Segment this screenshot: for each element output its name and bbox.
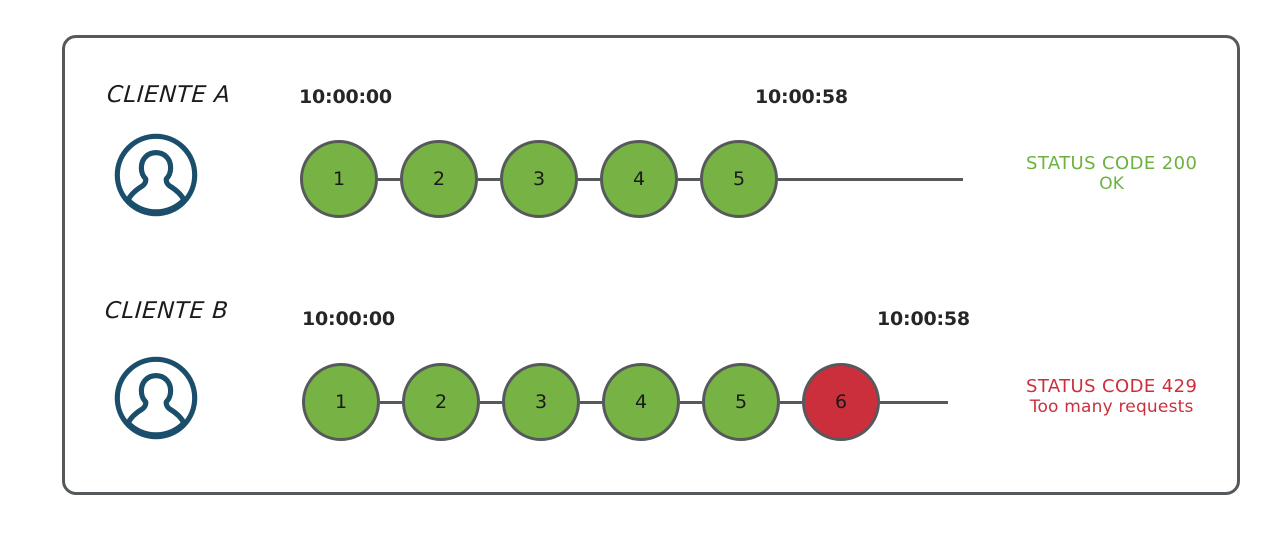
status-message-line: OK — [1099, 174, 1125, 195]
user-avatar-icon — [113, 355, 199, 441]
client-b-start-timestamp: 10:00:00 — [302, 308, 395, 330]
request-node[interactable]: 2 — [402, 363, 480, 441]
request-node-label: 4 — [634, 390, 648, 413]
request-node-label: 3 — [532, 167, 546, 190]
request-node[interactable]: 5 — [702, 363, 780, 441]
request-node[interactable]: 2 — [400, 140, 478, 218]
request-node-label: 6 — [834, 390, 848, 413]
status-code-line: STATUS CODE 200 — [1026, 153, 1198, 174]
request-node[interactable]: 1 — [300, 140, 378, 218]
request-node[interactable]: 5 — [700, 140, 778, 218]
chain-tail — [778, 177, 963, 181]
client-a-request-chain: 1 2 3 4 5 — [300, 140, 963, 218]
request-node[interactable]: 3 — [500, 140, 578, 218]
status-code-line: STATUS CODE 429 — [1026, 376, 1198, 397]
request-node-label: 1 — [332, 167, 346, 190]
client-a-end-timestamp: 10:00:58 — [755, 86, 848, 108]
chain-connector — [478, 177, 500, 181]
client-b-status-badge: STATUS CODE 429 Too many requests — [1026, 376, 1197, 417]
chain-tail — [880, 400, 948, 404]
request-node-label: 3 — [534, 390, 548, 413]
chain-connector — [578, 177, 600, 181]
request-node[interactable]: 4 — [602, 363, 680, 441]
client-a-label: CLIENTE A — [106, 82, 232, 108]
client-b-request-chain: 1 2 3 4 5 6 — [302, 363, 948, 441]
client-b-end-timestamp: 10:00:58 — [877, 308, 970, 330]
user-avatar-icon — [113, 132, 199, 218]
request-node-label: 2 — [432, 167, 446, 190]
request-node[interactable]: 4 — [600, 140, 678, 218]
request-node-rejected[interactable]: 6 — [802, 363, 880, 441]
status-message-line: Too many requests — [1029, 397, 1194, 418]
client-b-label: CLIENTE B — [104, 298, 230, 324]
client-a-start-timestamp: 10:00:00 — [299, 86, 392, 108]
request-node-label: 5 — [732, 167, 746, 190]
chain-connector — [580, 400, 602, 404]
request-node[interactable]: 1 — [302, 363, 380, 441]
chain-connector — [780, 400, 802, 404]
chain-connector — [678, 177, 700, 181]
chain-connector — [480, 400, 502, 404]
request-node-label: 5 — [734, 390, 748, 413]
request-node-label: 2 — [434, 390, 448, 413]
request-node-label: 1 — [334, 390, 348, 413]
chain-connector — [680, 400, 702, 404]
request-node[interactable]: 3 — [502, 363, 580, 441]
diagram-frame — [62, 35, 1240, 495]
chain-connector — [378, 177, 400, 181]
request-node-label: 4 — [632, 167, 646, 190]
chain-connector — [380, 400, 402, 404]
client-a-status-badge: STATUS CODE 200 OK — [1026, 153, 1197, 194]
